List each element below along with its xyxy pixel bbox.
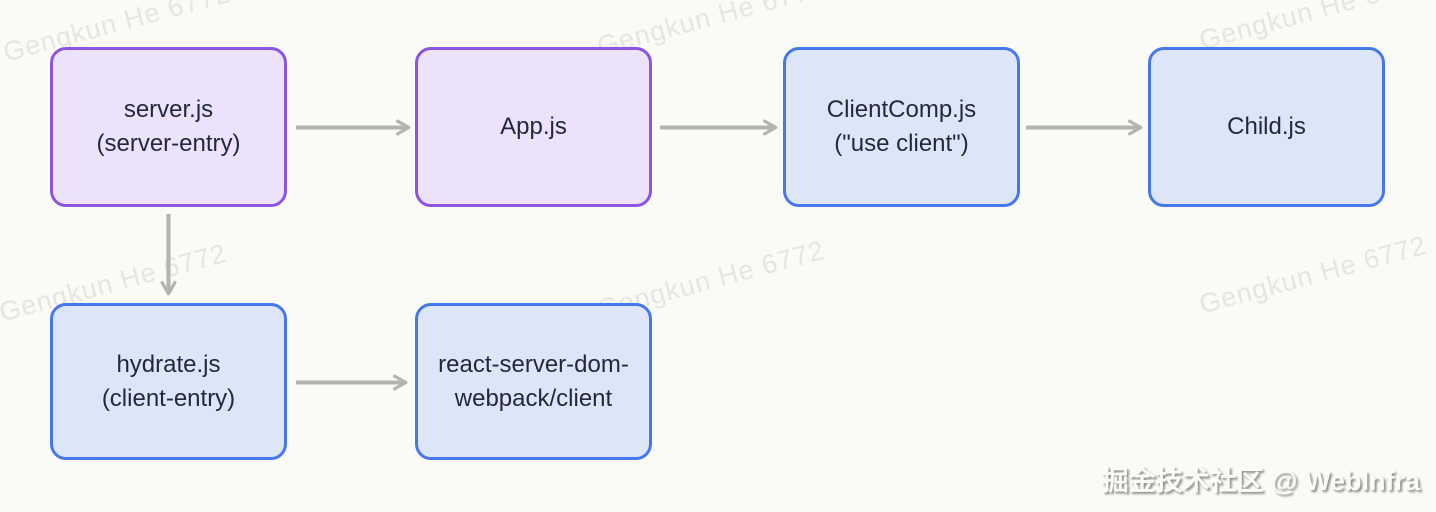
node-label-line: hydrate.js <box>116 350 221 378</box>
node-label-line: ("use client") <box>834 130 969 157</box>
node-label: hydrate.js (client-entry) <box>102 348 235 416</box>
node-app-js: App.js <box>415 47 652 207</box>
node-label-line: server.js <box>123 96 214 123</box>
node-react-server-dom-webpack-client: react-server-dom- webpack/client <box>415 303 652 460</box>
node-label: Child.js <box>1227 110 1306 144</box>
node-label-line: (client-entry) <box>101 384 236 412</box>
node-label-line: App.js <box>500 113 567 140</box>
node-label: react-server-dom- webpack/client <box>438 348 629 416</box>
node-label: server.js (server-entry) <box>96 93 240 161</box>
node-label: ClientComp.js ("use client") <box>827 93 976 161</box>
credit-text: 掘金技术社区 @ WebInfra <box>1101 466 1420 496</box>
node-hydrate-js: hydrate.js (client-entry) <box>50 303 287 460</box>
watermark-text: Gengkun He 6772 <box>1195 229 1430 320</box>
node-child-js: Child.js <box>1148 47 1385 207</box>
node-label-line: (server-entry) <box>96 130 241 157</box>
node-label-line: webpack/client <box>454 384 613 412</box>
node-label-line: ClientComp.js <box>826 96 977 123</box>
node-label: App.js <box>500 110 567 144</box>
node-label-line: react-server-dom- <box>438 350 629 378</box>
node-server-js: server.js (server-entry) <box>50 47 287 207</box>
node-label-line: Child.js <box>1227 113 1306 140</box>
node-clientcomp-js: ClientComp.js ("use client") <box>783 47 1020 207</box>
